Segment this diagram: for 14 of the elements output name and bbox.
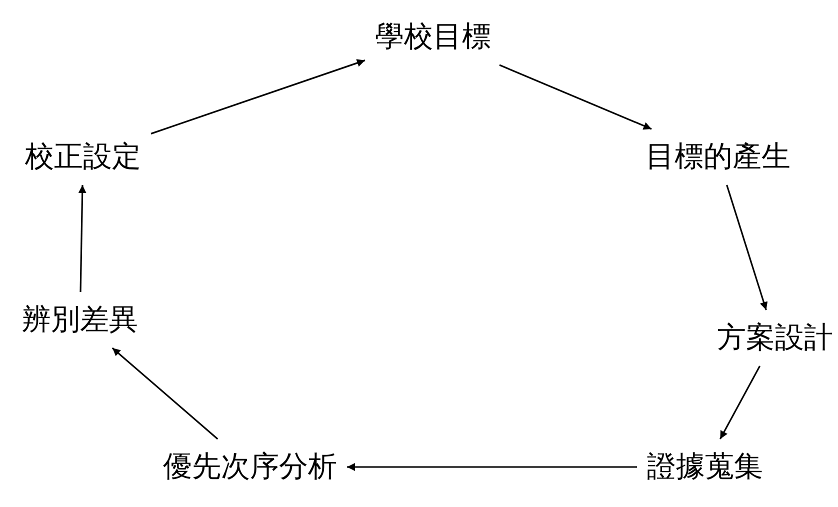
step-label: 辨別差異 bbox=[18, 298, 142, 342]
step-label: 優先次序分析 bbox=[159, 445, 341, 489]
arrow bbox=[150, 59, 366, 134]
arrow bbox=[499, 64, 652, 130]
step-label: 方案設計 bbox=[713, 316, 837, 360]
step-label: 學校目標 bbox=[371, 15, 495, 59]
step-label: 證據蒐集 bbox=[643, 445, 767, 489]
arrow bbox=[112, 347, 218, 440]
arrow bbox=[347, 463, 637, 471]
arrow bbox=[720, 366, 760, 440]
arrow bbox=[78, 184, 86, 292]
step-label: 校正設定 bbox=[21, 135, 145, 179]
arrow bbox=[726, 184, 768, 310]
step-label: 目標的產生 bbox=[642, 135, 794, 179]
